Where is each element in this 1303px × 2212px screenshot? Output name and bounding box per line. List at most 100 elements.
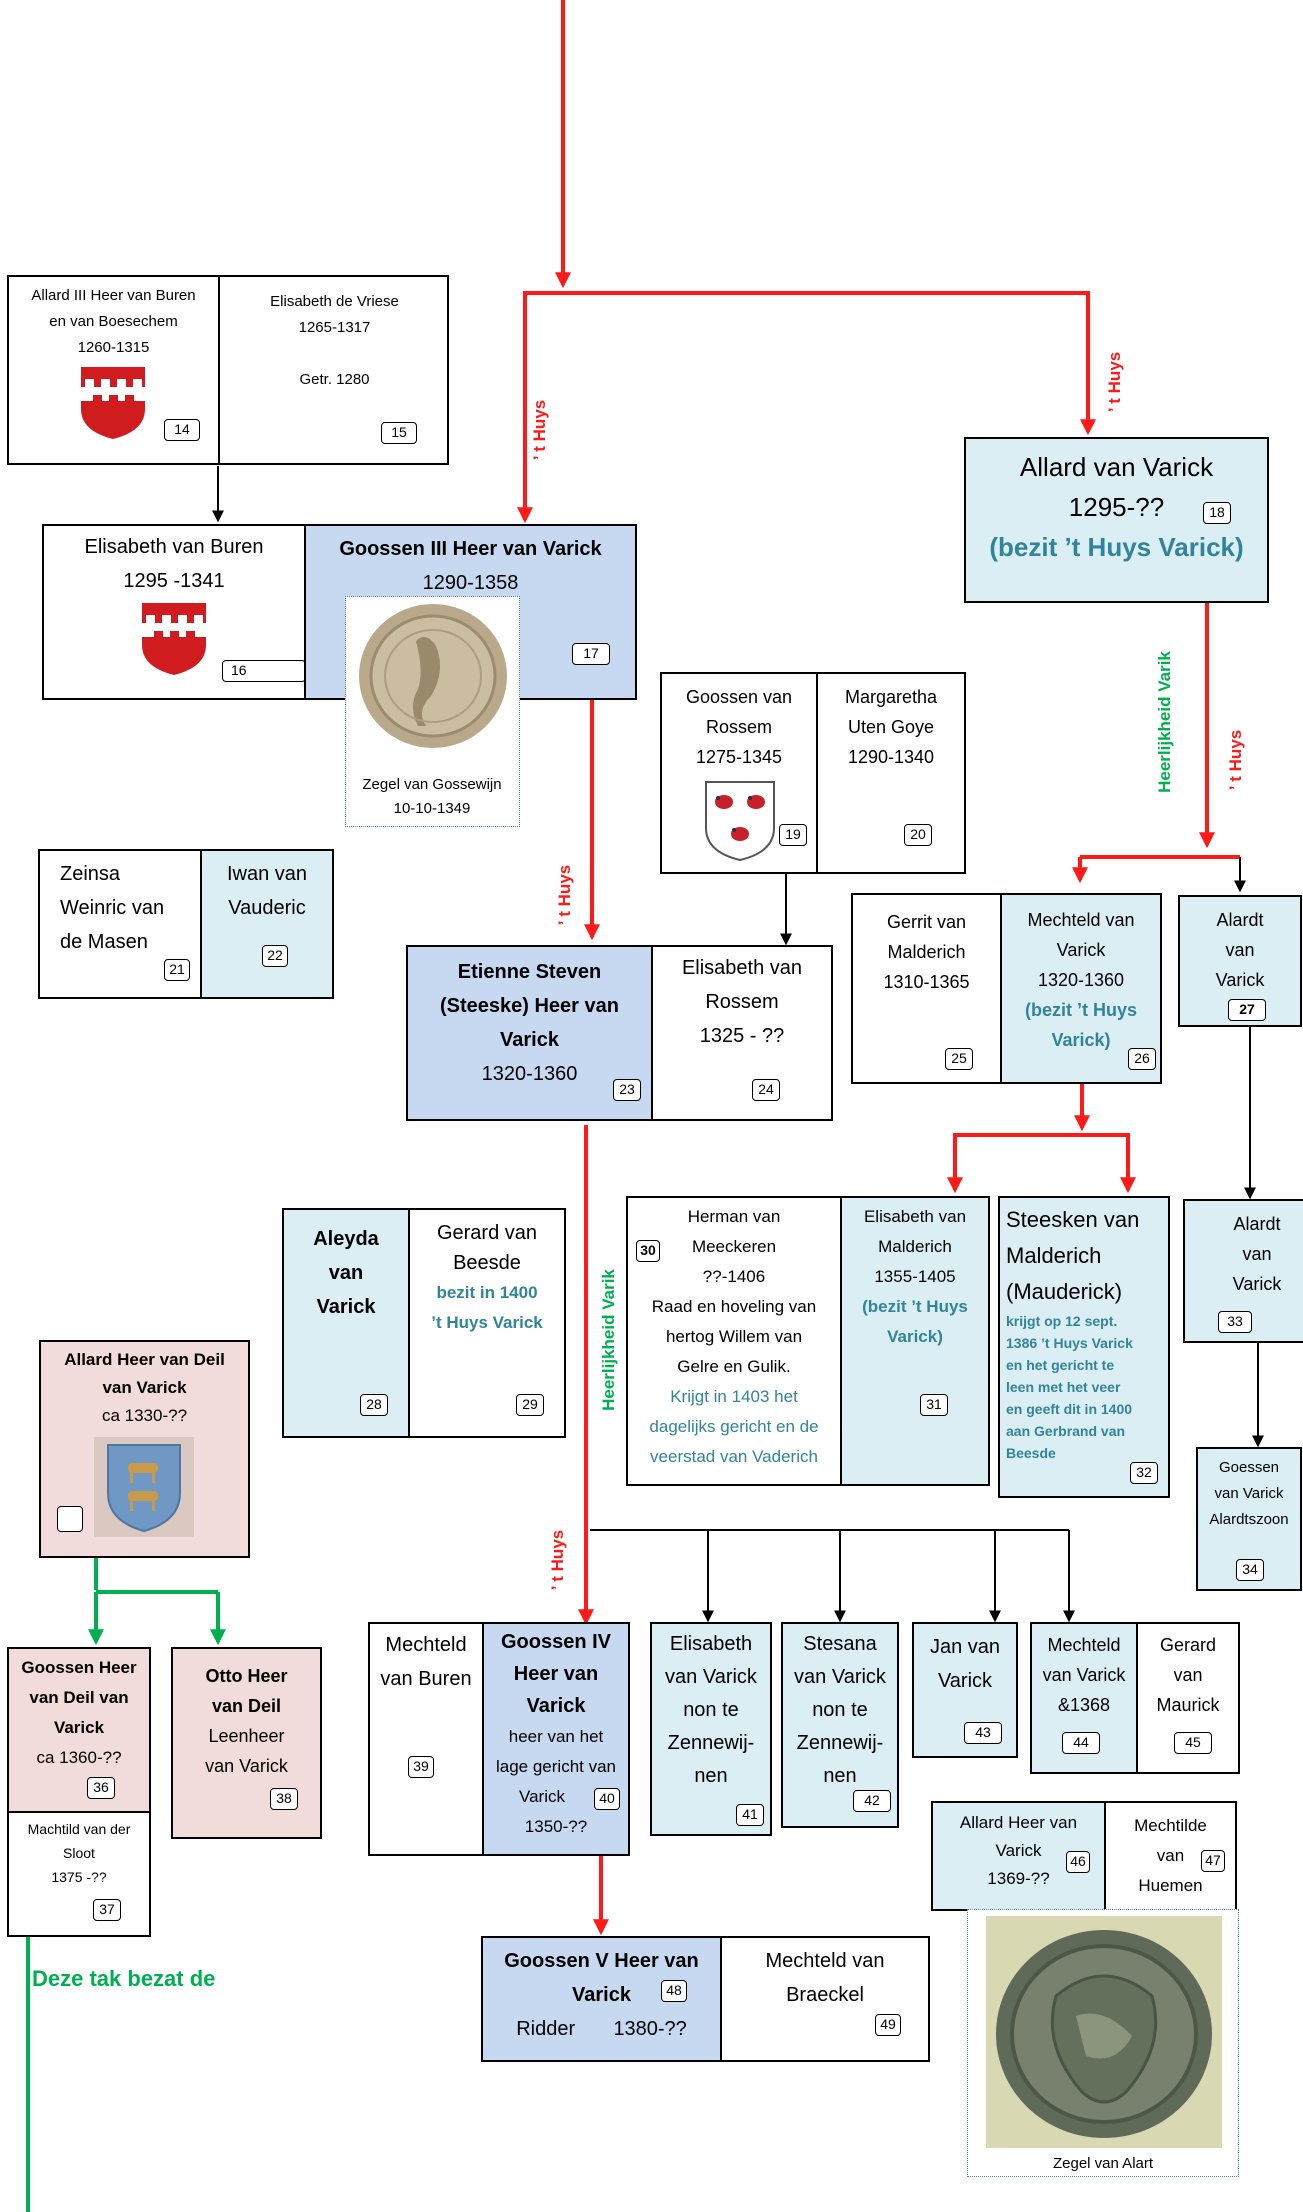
p26-note2: Varick) <box>1051 1030 1111 1050</box>
p38-title: Leenheer <box>208 1726 285 1746</box>
person-40: Goossen IV Heer van Varick heer van het … <box>482 1624 628 1854</box>
p17-dates: 1290-1358 <box>422 572 519 594</box>
couple-30-31: 30 Herman van Meeckeren ??-1406 Raad en … <box>626 1196 990 1486</box>
number-badge-23: 23 <box>613 1079 641 1101</box>
p36-dates: ca 1360-?? <box>36 1748 122 1767</box>
seal-alart: Zegel van Alart <box>967 1909 1239 2177</box>
number-badge-35 <box>57 1506 83 1532</box>
rossem-crest-icon <box>704 780 776 867</box>
number-badge-49: 49 <box>875 2014 901 2036</box>
person-22: Iwan van Vauderic <box>200 851 332 997</box>
p30-note6: veerstad van Vaderich <box>650 1447 818 1466</box>
p24-name2: Rossem <box>705 991 779 1013</box>
couple-44-45: Mechteld van Varick &1368 44 Gerard van … <box>1030 1622 1240 1774</box>
p47-name: Mechtilde <box>1134 1816 1207 1835</box>
p33-name: Alardt <box>1233 1214 1281 1234</box>
p45-name: Gerard <box>1159 1635 1217 1655</box>
number-badge-17: 17 <box>572 643 610 665</box>
person-30: Herman van Meeckeren ??-1406 Raad en hov… <box>628 1202 840 1472</box>
p32-note2: 1386 ’t Huys Varick <box>1006 1335 1133 1351</box>
number-badge-19: 19 <box>779 824 807 846</box>
p16-dates: 1295 -1341 <box>123 570 225 592</box>
p19-name2: Rossem <box>705 717 772 737</box>
p23-name3: Varick <box>500 1029 559 1051</box>
p46-name: Allard Heer van <box>959 1813 1078 1832</box>
seal-gossewijn-caption: Zegel van Gossewijn 10-10-1349 <box>346 773 518 821</box>
person-16: Elisabeth van Buren 1295 -1341 <box>44 530 304 598</box>
p41-note: non te <box>683 1699 739 1721</box>
p37-name2: Sloot <box>63 1845 95 1861</box>
p32-note5: en geeft dit in 1400 <box>1006 1401 1133 1417</box>
couple-46-47: Allard Heer van Varick 1369-?? 46 Mechti… <box>931 1801 1237 1911</box>
number-badge-16: 16 <box>222 660 306 682</box>
branch-caption: Deze tak bezat de <box>32 1966 216 1991</box>
person-36: Goossen Heer van Deil van Varick ca 1360… <box>7 1647 151 1813</box>
person-14: Allard III Heer van Buren en van Boesech… <box>9 283 218 361</box>
label-heerlijkheid-1: Heerlijkheid Varik <box>1154 651 1174 793</box>
number-badge-37: 37 <box>93 1899 121 1921</box>
p21-name: Zeinsa <box>60 863 121 885</box>
couple-16-17: Elisabeth van Buren 1295 -1341 16 Goosse… <box>42 524 637 700</box>
p42-name2: van Varick <box>794 1666 886 1688</box>
person-49: Mechteld van Braeckel <box>720 1938 928 2060</box>
p40-note2: lage gericht van <box>495 1757 617 1776</box>
label-t-huys-2: ’ t Huys <box>1105 351 1125 413</box>
p26-note: (bezit ’t Huys <box>1024 1000 1137 1020</box>
p49-name2: Braeckel <box>786 1984 864 2006</box>
p15-name: Elisabeth de Vriese <box>270 293 399 310</box>
person-47: Mechtilde van Huemen <box>1104 1803 1235 1909</box>
p39-name2: van Buren <box>380 1668 472 1690</box>
number-badge-18: 18 <box>1203 502 1231 524</box>
number-badge-27: 27 <box>1228 999 1266 1021</box>
p32-note1: krijgt op 12 sept. <box>1006 1313 1118 1329</box>
person-31: Elisabeth van Malderich 1355-1405 (bezit… <box>840 1198 988 1484</box>
p26-name: Mechteld van <box>1027 910 1135 930</box>
number-badge-20: 20 <box>904 824 932 846</box>
p21-name2: Weinric van <box>60 897 165 919</box>
p47-name3: Huemen <box>1138 1876 1203 1895</box>
person-42: Stesana van Varick non te Zennewij- nen … <box>781 1622 899 1828</box>
p30-note3: Gelre en Gulik. <box>677 1357 791 1376</box>
person-37-text: Machtild van der Sloot 1375 -?? <box>9 1817 149 1889</box>
label-t-huys-1: ’ t Huys <box>530 399 550 461</box>
p28-name3: Varick <box>316 1296 376 1318</box>
p38-title2: van Varick <box>205 1756 288 1776</box>
p41-note3: nen <box>694 1765 728 1787</box>
p18-name: Allard van Varick <box>1019 452 1214 482</box>
p30-name: Herman van <box>687 1207 781 1226</box>
p44-name2: van Varick <box>1042 1665 1126 1685</box>
person-32: Steesken van Malderich (Mauderick) krijg… <box>998 1196 1170 1498</box>
number-badge-21: 21 <box>164 959 190 981</box>
person-37: Machtild van der Sloot 1375 -?? 37 <box>7 1811 151 1937</box>
p20-dates: 1290-1340 <box>847 747 935 767</box>
p34-name: Goessen <box>1218 1459 1280 1476</box>
number-badge-31: 31 <box>920 1394 948 1416</box>
p47-name2: van <box>1156 1846 1185 1865</box>
p36-name: Goossen Heer <box>21 1658 137 1677</box>
p14-name2: en van Boesechem <box>49 313 178 330</box>
p41-name2: van Varick <box>665 1666 757 1688</box>
p36-name2: van Deil van <box>29 1688 129 1707</box>
p30-dates: ??-1406 <box>702 1267 766 1286</box>
person-28: Aleyda van Varick <box>284 1210 408 1436</box>
person-27: Alardt van Varick 27 <box>1178 895 1302 1027</box>
p26-dates: 1320-1360 <box>1037 970 1125 990</box>
divider <box>816 674 818 872</box>
person-38: Otto Heer van Deil Leenheer van Varick 3… <box>171 1647 322 1839</box>
p31-dates: 1355-1405 <box>874 1267 956 1286</box>
buren-crest-icon <box>142 603 206 680</box>
p15-marriage: Getr. 1280 <box>299 371 370 388</box>
number-badge-34: 34 <box>1236 1559 1264 1581</box>
p30-note4: Krijgt in 1403 het <box>670 1387 798 1406</box>
p20-name: Margaretha <box>844 687 938 707</box>
p49-name: Mechteld van <box>765 1950 885 1972</box>
p33-name2: van <box>1242 1244 1272 1264</box>
p40-name3: Varick <box>526 1695 586 1717</box>
p37-name: Machtild van der <box>27 1821 131 1837</box>
couple-25-26: Gerrit van Malderich 1310-1365 25 Mechte… <box>851 893 1162 1084</box>
number-badge-42: 42 <box>853 1790 891 1812</box>
p27-name3: Varick <box>1215 970 1265 990</box>
seal-image-icon <box>359 604 507 748</box>
person-18: Allard van Varick 1295-?? (bezit ’t Huys… <box>964 437 1269 603</box>
number-badge-25: 25 <box>945 1048 973 1070</box>
